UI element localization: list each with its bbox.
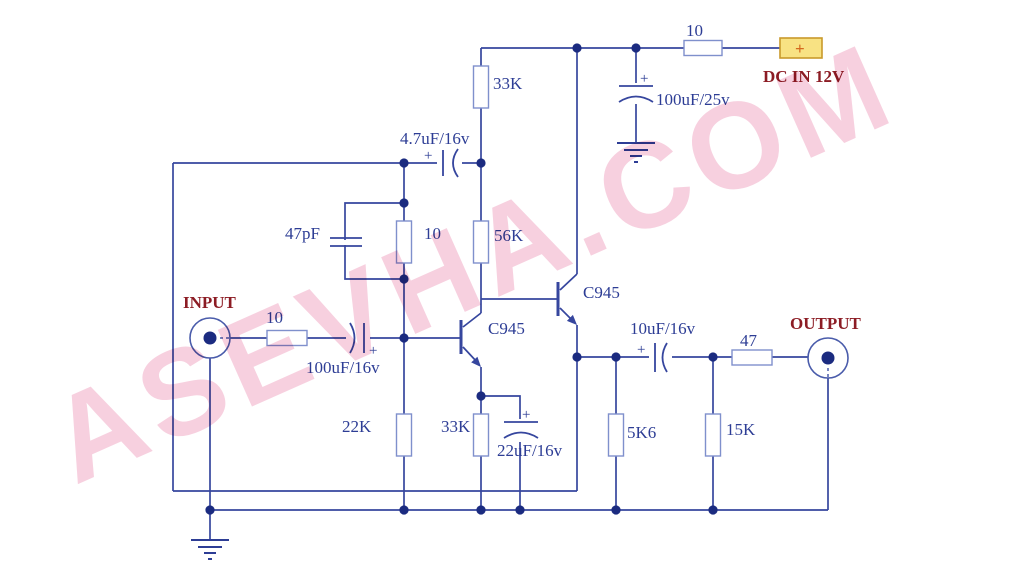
input-connector-pin (203, 331, 217, 345)
resistor-10-feedback (395, 220, 413, 264)
label-resistor-10-input: 10 (266, 308, 283, 327)
output-connector-pin (821, 351, 835, 365)
resistor-10-input (266, 329, 308, 347)
label-resistor-47: 47 (740, 331, 758, 350)
resistor-15k-load (704, 413, 722, 457)
label-resistor-33k-collector: 33K (493, 74, 523, 93)
label-resistor-56k: 56K (494, 226, 524, 245)
input-connector (189, 317, 231, 359)
cap-bypass-curved-plate (503, 431, 539, 439)
label-resistor-5k6: 5K6 (627, 423, 656, 442)
label-output-port: OUTPUT (790, 314, 862, 333)
label-cap-compensation: 47pF (285, 224, 320, 243)
ground-symbol-supply (617, 142, 655, 163)
resistor-5k6-emitter-load (607, 413, 625, 457)
label-resistor-15k: 15K (726, 420, 756, 439)
q2-emitter-arrow-icon (566, 314, 577, 325)
circuit-wires (172, 47, 829, 540)
label-cap-input-coupling: 100uF/16v (306, 358, 380, 377)
label-resistor-33k-emitter: 33K (441, 417, 471, 436)
output-connector (807, 337, 849, 379)
q1-emitter-arrow-icon (471, 356, 481, 367)
label-resistor-10-feedback: 10 (424, 224, 441, 243)
capacitor-gaps (338, 83, 672, 442)
resistor-bodies (266, 39, 773, 457)
resistor-22k-base (395, 413, 413, 457)
capacitor-plates (330, 85, 668, 439)
cap-supply-curved-plate (618, 95, 654, 103)
plus-mark-cap-bypass: + (522, 407, 530, 423)
label-transistor-q2: C945 (583, 283, 620, 302)
label-transistor-q1: C945 (488, 319, 525, 338)
resistor-33k-collector (472, 65, 490, 109)
plus-mark-cap-supply: + (640, 71, 648, 87)
transistor-q1 (459, 312, 482, 367)
label-dc-in: DC IN 12V (763, 67, 845, 86)
cap-output-curved-plate (661, 342, 668, 373)
transistor-q2 (556, 273, 578, 325)
cap-input-curved-plate (349, 322, 356, 354)
plus-mark-cap-output: + (637, 342, 645, 358)
resistor-33k-emitter (472, 413, 490, 457)
label-cap-supply-filter: 100uF/25v (656, 90, 730, 109)
label-cap-emitter-bypass: 22uF/16v (497, 441, 563, 460)
cap-4u7-curved-plate (452, 148, 459, 178)
ground-symbol-input (191, 539, 229, 560)
label-resistor-22k: 22K (342, 417, 372, 436)
label-cap-output-coupling: 10uF/16v (630, 319, 696, 338)
label-input-port: INPUT (183, 293, 237, 312)
plus-mark-cap-input: + (369, 343, 377, 359)
resistor-10-supply (683, 39, 723, 57)
resistor-56k-bias (472, 220, 490, 264)
dc-in-terminal: + (779, 37, 823, 59)
junction-dots (205, 43, 718, 515)
resistor-47-output (731, 349, 773, 366)
label-cap-bootstrap: 4.7uF/16v (400, 129, 470, 148)
label-resistor-10-supply: 10 (686, 21, 703, 40)
plus-mark-cap-bootstrap: + (424, 148, 432, 164)
dc-polarity-mark: + (795, 39, 805, 58)
